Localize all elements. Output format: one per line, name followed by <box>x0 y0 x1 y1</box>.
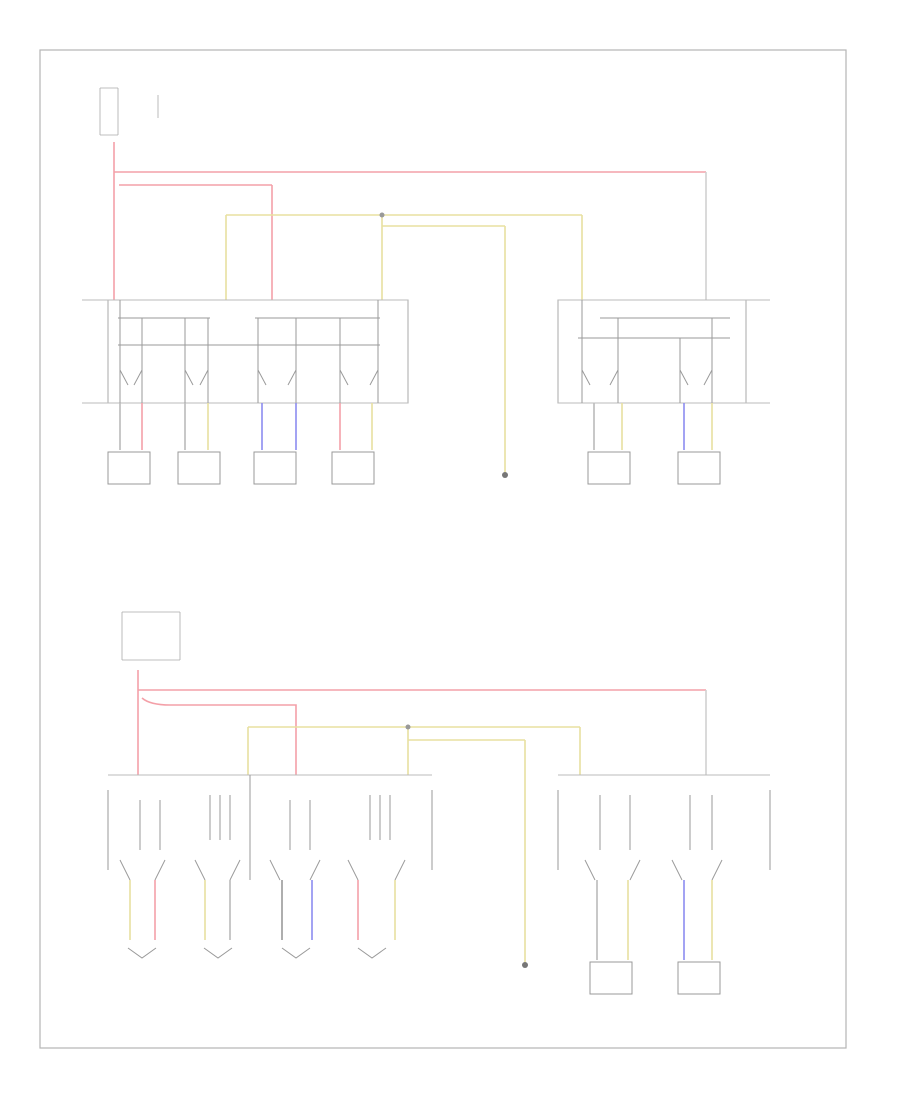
motor-symbol <box>331 451 375 485</box>
bottom-signal-feed <box>247 726 581 965</box>
motor-symbol <box>587 451 631 485</box>
diagram-frame <box>39 49 847 1049</box>
top-switch-internals <box>118 300 730 403</box>
motor-symbol <box>357 947 387 959</box>
top-section <box>82 87 770 485</box>
top-power-feed <box>113 142 707 300</box>
motor-symbol <box>677 451 721 485</box>
ground-node <box>522 962 528 968</box>
top-signal-feed <box>225 214 583 475</box>
bottom-switch-internals <box>107 775 771 881</box>
motor-symbol <box>107 451 151 485</box>
bottom-motor-wires <box>129 880 713 960</box>
motor-symbol <box>589 961 633 995</box>
top-fuse-legend <box>99 87 159 136</box>
splice-node <box>379 212 385 218</box>
motor-symbol <box>677 961 721 995</box>
motor-symbol <box>203 947 233 959</box>
bottom-fuse-legend <box>121 611 181 661</box>
top-motor-wires <box>119 403 713 450</box>
motor-symbol <box>177 451 221 485</box>
bottom-motors <box>127 947 721 995</box>
driver-lumbar-switch-box <box>557 299 747 404</box>
bottom-power-feed <box>137 670 707 775</box>
motor-symbol <box>281 947 311 959</box>
ground-node <box>502 472 508 478</box>
motor-symbol <box>127 947 157 959</box>
bottom-section <box>107 611 771 995</box>
motor-symbol <box>253 451 297 485</box>
splice-node <box>405 724 411 730</box>
top-motors <box>107 451 721 485</box>
